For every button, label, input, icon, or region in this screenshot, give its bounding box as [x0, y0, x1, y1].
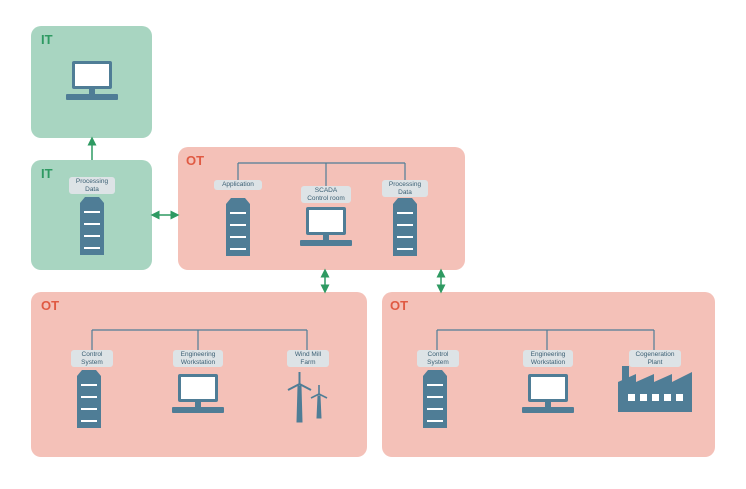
server-icon: [226, 198, 250, 256]
server-icon: [77, 370, 101, 428]
server-icon: [80, 197, 104, 255]
ot-top-network-bus: [237, 162, 406, 186]
zone-label: OT: [41, 298, 60, 313]
factory-icon: [618, 366, 692, 412]
monitor-icon: [522, 374, 574, 413]
ot-left-network-bus: [91, 329, 308, 350]
monitor-icon: [300, 207, 352, 246]
zone-label: IT: [41, 166, 53, 181]
server-icon: [393, 198, 417, 256]
node-label-application: Application: [214, 180, 262, 190]
wind-turbine-icon: [287, 372, 328, 423]
zone-label: OT: [390, 298, 409, 313]
zone-label: OT: [186, 153, 205, 168]
server-icon: [423, 370, 447, 428]
monitor-icon: [172, 374, 224, 413]
monitor-icon: [66, 61, 118, 100]
zone-label: IT: [41, 32, 53, 47]
ot-right-network-bus: [436, 329, 655, 350]
